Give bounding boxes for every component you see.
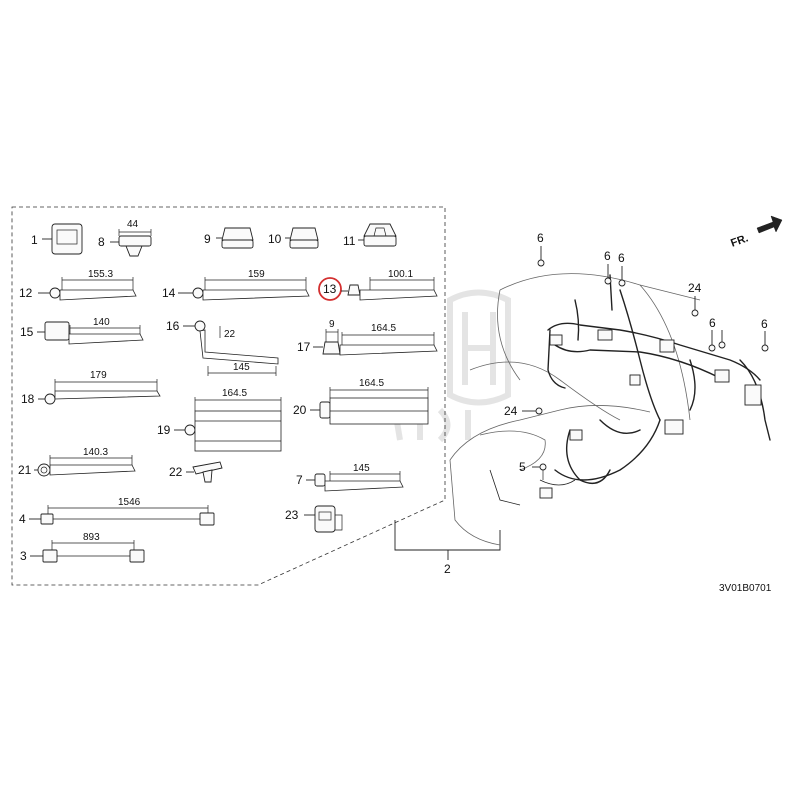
callout-2: 2 xyxy=(444,562,451,576)
front-direction-indicator: FR. xyxy=(729,215,783,250)
bolt-callout-6-f xyxy=(718,341,726,349)
callout-16: 16 xyxy=(166,319,180,333)
callout-18: 18 xyxy=(21,392,35,406)
diagram-code: 3V01B0701 xyxy=(719,583,772,594)
callout-6-e: 6 xyxy=(761,317,768,331)
dimension-155-3: 155.3 xyxy=(88,269,113,280)
dimension-22: 22 xyxy=(224,329,236,340)
dimension-140-3: 140.3 xyxy=(83,447,108,458)
bolt-callout-24-a xyxy=(691,296,699,317)
part-17-band-clip xyxy=(313,329,438,356)
front-arrow-icon xyxy=(756,215,783,234)
dimension-100-1: 100.1 xyxy=(388,269,413,280)
dimension-164-5-c: 164.5 xyxy=(359,378,384,389)
callout-2-leader xyxy=(394,520,501,560)
callout-6-b: 6 xyxy=(604,249,611,263)
dimension-9: 9 xyxy=(329,319,335,330)
main-wire-harness xyxy=(489,274,771,506)
dimension-1546: 1546 xyxy=(118,497,141,508)
callout-6-d: 6 xyxy=(709,316,716,330)
callout-4: 4 xyxy=(19,512,26,526)
callout-22: 22 xyxy=(169,465,183,479)
callout-8: 8 xyxy=(98,235,105,249)
part-7-band-clip xyxy=(306,471,404,492)
callout-5: 5 xyxy=(519,460,526,474)
dimension-145-b: 145 xyxy=(353,463,370,474)
part-21-band-clip xyxy=(34,455,136,477)
part-4-harness-cable xyxy=(29,505,215,526)
car-body-outline xyxy=(449,273,701,546)
part-1-connector-holder xyxy=(42,223,83,255)
bolt-callout-6-a xyxy=(537,246,545,267)
callout-13: 13 xyxy=(323,282,337,296)
callout-1: 1 xyxy=(31,233,38,247)
callout-23: 23 xyxy=(285,508,299,522)
callout-7: 7 xyxy=(296,473,303,487)
bolt-callout-6-d xyxy=(708,330,716,352)
dimension-164-5-a: 164.5 xyxy=(371,323,396,334)
bolt-callout-6-b xyxy=(604,264,612,285)
part-8-clip xyxy=(110,229,152,257)
dimension-159: 159 xyxy=(248,269,265,280)
callout-15: 15 xyxy=(20,325,34,339)
callout-10: 10 xyxy=(268,232,282,246)
callout-19: 19 xyxy=(157,423,171,437)
parts-group-border xyxy=(11,206,446,586)
part-3-harness-cable xyxy=(30,540,145,563)
callout-6-a: 6 xyxy=(537,231,544,245)
dimension-140: 140 xyxy=(93,317,110,328)
part-16-bracket-clip xyxy=(183,320,279,376)
dimension-145-a: 145 xyxy=(233,362,250,373)
callout-9: 9 xyxy=(204,232,211,246)
callout-11: 11 xyxy=(343,234,356,248)
part-10-clip xyxy=(285,227,319,249)
part-20-band-clip xyxy=(310,387,429,425)
part-18-band-clip xyxy=(38,379,161,405)
part-9-clip xyxy=(216,227,254,249)
part-15-band-clip xyxy=(37,321,144,345)
front-direction-label: FR. xyxy=(729,232,750,249)
part-19-band-clip xyxy=(174,397,282,452)
bolt-callout-24-b xyxy=(522,407,543,415)
callout-24-b: 24 xyxy=(504,404,518,418)
callout-14: 14 xyxy=(162,286,176,300)
dimension-179: 179 xyxy=(90,370,107,381)
bolt-callout-5 xyxy=(532,463,547,480)
callout-6-c: 6 xyxy=(618,251,625,265)
dimension-893: 893 xyxy=(83,532,100,543)
part-23-connector xyxy=(304,505,343,533)
part-22-clip xyxy=(186,461,223,483)
bolt-callout-6-c xyxy=(618,266,626,287)
part-12-band-clip xyxy=(38,277,137,301)
callout-24-a: 24 xyxy=(688,281,702,295)
honda-watermark-logo xyxy=(392,289,511,443)
callout-17: 17 xyxy=(297,340,311,354)
part-11-clip xyxy=(358,223,397,247)
callout-21: 21 xyxy=(18,463,32,477)
part-13-band-clip-highlighted xyxy=(318,277,438,301)
callout-20: 20 xyxy=(293,403,307,417)
callout-12: 12 xyxy=(19,286,33,300)
dimension-44: 44 xyxy=(127,219,139,230)
bolt-callout-6-e xyxy=(761,331,769,352)
callout-3: 3 xyxy=(20,549,27,563)
dimension-164-5-b: 164.5 xyxy=(222,388,247,399)
part-14-band-clip xyxy=(178,277,310,301)
